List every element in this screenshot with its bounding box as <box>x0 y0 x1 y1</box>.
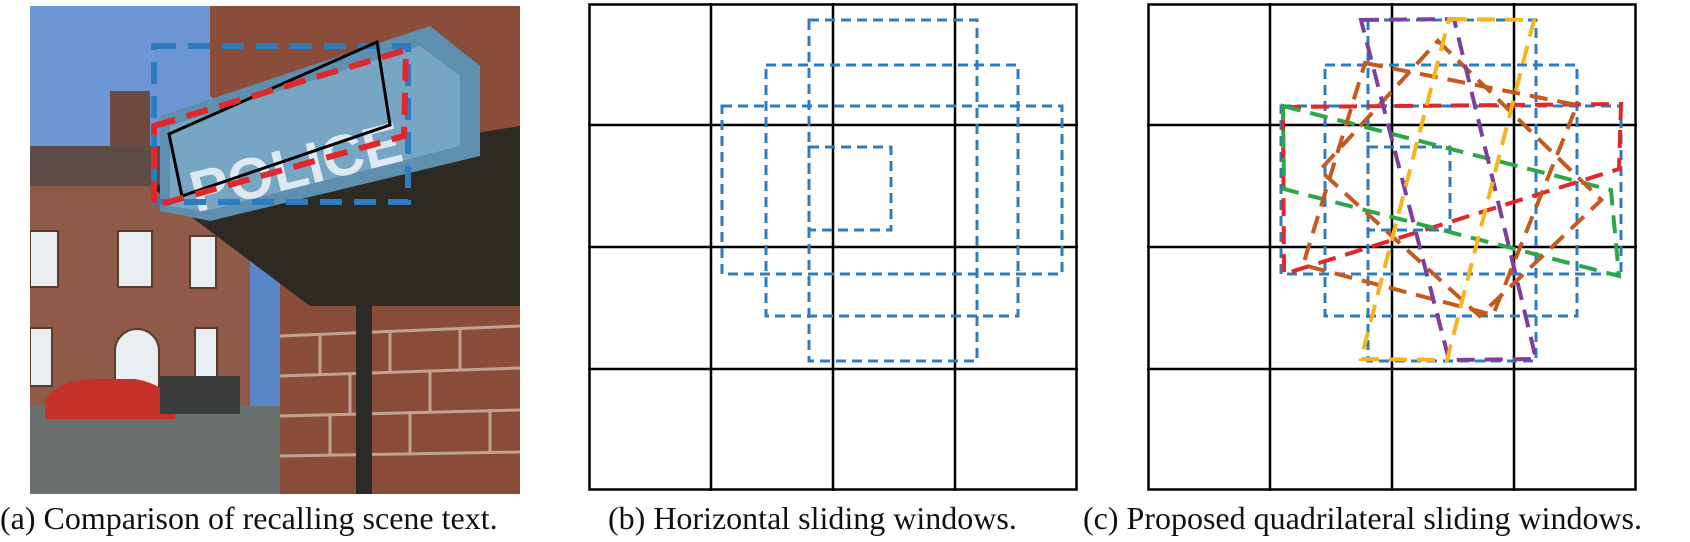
horizontal-window-small <box>807 145 893 232</box>
horizontal-windows-diagram <box>588 3 1078 491</box>
street <box>30 406 280 494</box>
quad-window-purple <box>1358 16 1539 363</box>
horizontal-windows <box>720 18 1064 363</box>
quadrilateral-windows-panel <box>1147 3 1637 491</box>
grid <box>588 3 1078 491</box>
horizontal-windows <box>1279 18 1623 363</box>
caption-b: (b) Horizontal sliding windows. <box>608 500 1017 536</box>
scene-photo-panel: POLICE <box>30 6 520 494</box>
quadrilateral-windows <box>1280 16 1624 363</box>
sign-post <box>356 306 372 494</box>
caption-a: (a) Comparison of recalling scene text. <box>0 500 498 536</box>
horizontal-window-tall <box>807 18 979 363</box>
windows <box>30 230 218 392</box>
grid <box>1147 3 1637 491</box>
quad-window-orange <box>1300 60 1580 318</box>
quad-window-yellow <box>1358 16 1537 363</box>
red-car <box>45 379 175 419</box>
scene-photo: POLICE <box>30 6 520 494</box>
quad-window-red <box>1280 101 1624 277</box>
dark-car <box>160 376 240 414</box>
quadrilateral-windows-diagram <box>1147 3 1637 491</box>
horizontal-window-wide <box>720 104 1064 276</box>
caption-c: (c) Proposed quadrilateral sliding windo… <box>1083 500 1642 536</box>
brick-mortar <box>279 324 520 458</box>
horizontal-window-square <box>764 63 1020 318</box>
ground-truth-quad <box>167 39 392 198</box>
horizontal-windows-panel <box>588 3 1078 491</box>
quad-window-green <box>1280 103 1622 279</box>
quadrilateral-window-box <box>151 45 410 210</box>
